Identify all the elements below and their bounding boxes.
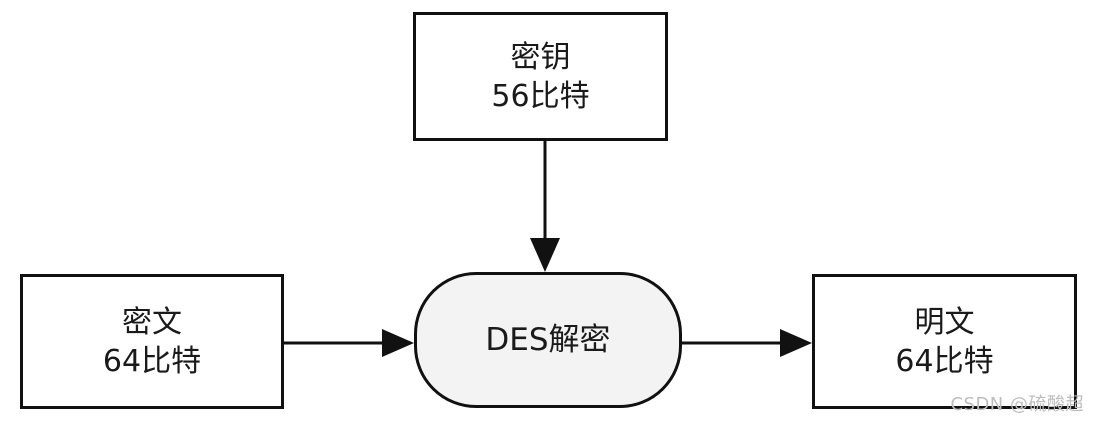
des-label: DES解密 [485, 321, 611, 358]
plaintext-size: 64比特 [895, 343, 994, 379]
arrow-key-to-des [530, 141, 560, 272]
key-title: 密钥 [510, 39, 571, 75]
arrow-ciphertext-to-des [284, 329, 414, 357]
des-decrypt-process: DES解密 [414, 272, 682, 408]
ciphertext-box: 密文 64比特 [20, 274, 284, 409]
key-size: 56比特 [491, 78, 590, 114]
arrow-des-to-plaintext [682, 329, 812, 357]
key-box: 密钥 56比特 [413, 12, 668, 141]
ciphertext-size: 64比特 [102, 343, 202, 379]
ciphertext-title: 密文 [122, 304, 182, 340]
plaintext-box: 明文 64比特 [812, 274, 1077, 409]
watermark-text: CSDN @硫酸超 [950, 394, 1084, 415]
plaintext-title: 明文 [914, 304, 975, 340]
